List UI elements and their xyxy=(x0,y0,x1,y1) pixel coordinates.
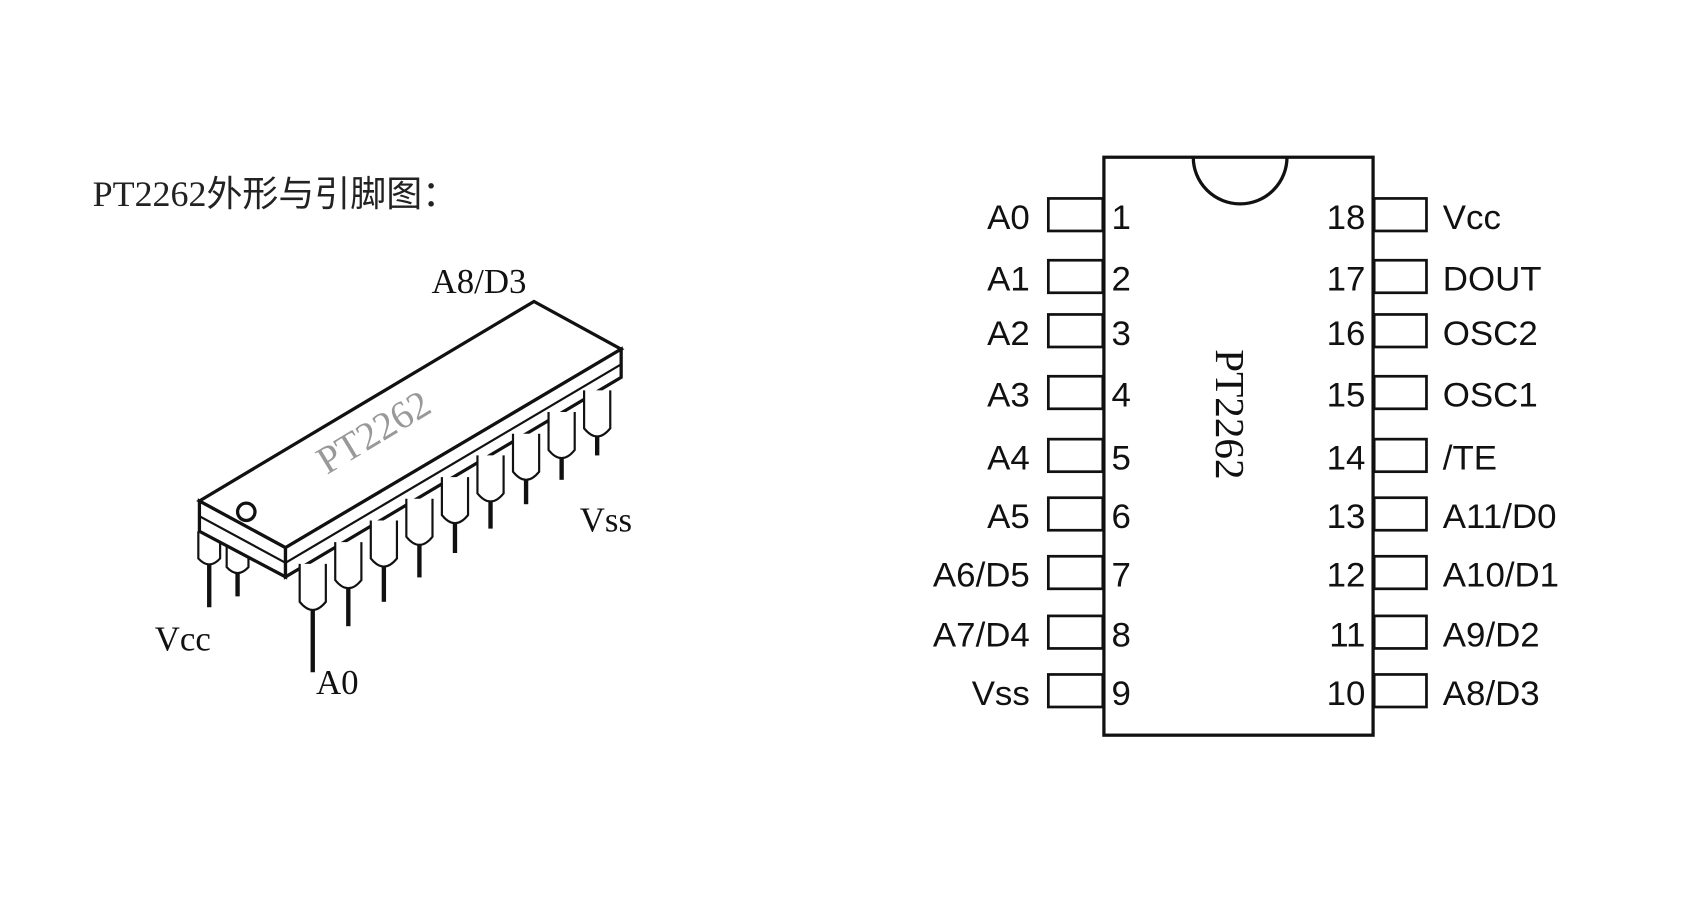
pin-lead xyxy=(1046,673,1105,709)
pin-right-15: OSC1 15 xyxy=(1327,374,1538,415)
pin-lead xyxy=(1046,437,1105,474)
pin-number: 6 xyxy=(1112,498,1131,536)
pin-number: 15 xyxy=(1327,377,1366,415)
package-pin xyxy=(511,433,541,505)
pin-number: 3 xyxy=(1112,315,1131,353)
package-pin xyxy=(334,542,363,627)
pin-lead xyxy=(1046,496,1105,532)
pin-lead xyxy=(1372,554,1428,591)
pin-name: A7/D4 xyxy=(933,616,1030,654)
pin-name: A9/D2 xyxy=(1443,616,1540,654)
pin-name: A2 xyxy=(987,315,1030,353)
pin-left-7: A6/D5 7 xyxy=(933,554,1131,595)
pin-name: A5 xyxy=(987,498,1030,536)
pin-lead xyxy=(1372,197,1428,233)
label-vss: Vss xyxy=(580,500,632,539)
pin-left-1: A0 1 xyxy=(987,197,1131,237)
label-a8-d3: A8/D3 xyxy=(432,262,527,301)
pin-lead xyxy=(1046,614,1105,650)
pin-name: A11/D0 xyxy=(1443,498,1557,536)
pin-number: 1 xyxy=(1112,199,1131,237)
pin-name: A6/D5 xyxy=(933,557,1030,595)
package-pin xyxy=(298,563,327,673)
pin-left-3: A2 3 xyxy=(987,313,1131,353)
pin-name: OSC1 xyxy=(1443,377,1538,415)
pin-number: 11 xyxy=(1329,616,1365,654)
pin-right-11: A9/D2 11 xyxy=(1329,614,1540,654)
pin-name: A3 xyxy=(987,377,1030,415)
pin-lead xyxy=(1372,614,1428,650)
pin-left-4: A3 4 xyxy=(987,374,1131,415)
pin1-notch-arc xyxy=(1191,157,1289,206)
package-view: PT2262 xyxy=(196,299,625,673)
pin-right-16: OSC2 16 xyxy=(1327,313,1538,353)
pin-left-5: A4 5 xyxy=(987,437,1131,478)
pin-name: A10/D1 xyxy=(1443,557,1559,595)
pin-right-18: Vcc 18 xyxy=(1327,197,1501,237)
diagram-title: PT2262外形与引脚图： xyxy=(93,174,458,214)
pin-number: 4 xyxy=(1112,377,1131,415)
pin-lead xyxy=(1046,313,1105,349)
pin-number: 7 xyxy=(1112,557,1131,595)
pin-name: A4 xyxy=(987,440,1030,478)
pin-lead xyxy=(1372,374,1428,411)
pin-name: Vcc xyxy=(1443,199,1501,237)
pin-left-2: A1 2 xyxy=(987,258,1131,299)
pin-number: 12 xyxy=(1327,557,1366,595)
pin-left-9: Vss 9 xyxy=(972,673,1131,713)
pin-number: 18 xyxy=(1327,199,1366,237)
pin-lead xyxy=(1372,437,1428,474)
package-pin xyxy=(369,520,399,602)
pin-number: 13 xyxy=(1327,498,1366,536)
pin1-notch xyxy=(235,501,257,523)
package-pin xyxy=(476,455,505,529)
pin-right-17: DOUT 17 xyxy=(1327,258,1542,299)
package-pin xyxy=(547,412,576,480)
pinout-view: PT2262 A0 1A1 2A2 3A3 4A4 5A5 6A6/D5 7A7/D4 8Vss… xyxy=(933,155,1559,737)
pin-right-14: /TE 14 xyxy=(1327,437,1497,478)
label-a0: A0 xyxy=(316,663,359,702)
pin-number: 16 xyxy=(1327,315,1366,353)
pin-lead xyxy=(1046,258,1105,295)
chip-name: PT2262 xyxy=(1207,349,1253,479)
pin-lead xyxy=(1046,197,1105,233)
pin-number: 9 xyxy=(1112,675,1131,713)
chip-body xyxy=(1102,155,1375,737)
pin-right-12: A10/D1 12 xyxy=(1327,554,1559,595)
pin-lead xyxy=(1372,673,1428,709)
pin-lead xyxy=(1372,496,1428,532)
pin-number: 10 xyxy=(1327,675,1366,713)
pin-number: 5 xyxy=(1112,440,1131,478)
pin-name: /TE xyxy=(1443,440,1497,478)
pin-name: A0 xyxy=(987,199,1030,237)
pin-lead xyxy=(1372,258,1428,295)
pin-number: 8 xyxy=(1112,616,1131,654)
pin-lead xyxy=(1372,313,1428,349)
pin-number: 14 xyxy=(1327,440,1366,478)
pin-name: A8/D3 xyxy=(1443,675,1540,713)
label-vcc: Vcc xyxy=(155,620,211,659)
package-pin xyxy=(197,531,222,608)
pin-name: DOUT xyxy=(1443,261,1542,299)
pin-left-8: A7/D4 8 xyxy=(933,614,1131,654)
pin-lead xyxy=(1046,554,1105,591)
pin-name: OSC2 xyxy=(1443,315,1538,353)
pin-left-6: A5 6 xyxy=(987,496,1131,536)
package-pin xyxy=(583,390,612,456)
pin-right-10: A8/D3 10 xyxy=(1327,673,1540,713)
pin-name: A1 xyxy=(987,261,1030,299)
pin-name: Vss xyxy=(972,675,1030,713)
pin-right-13: A11/D0 13 xyxy=(1327,496,1557,536)
package-pin xyxy=(405,498,434,578)
pin-number: 2 xyxy=(1112,261,1131,299)
pin-lead xyxy=(1046,374,1105,411)
pin-number: 17 xyxy=(1327,261,1366,299)
package-pin xyxy=(440,477,470,554)
